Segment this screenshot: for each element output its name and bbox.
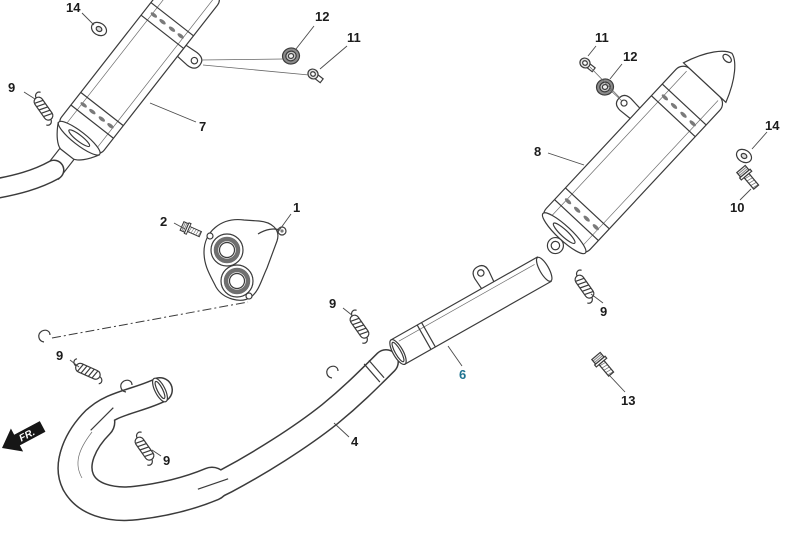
leader-line-14-right	[751, 131, 768, 150]
part-label-10[interactable]: 10	[730, 200, 745, 215]
leader-line-13	[609, 375, 626, 393]
hook-clip-left-drawing	[38, 329, 51, 343]
leader-line-12-right	[609, 63, 623, 80]
part-label-2[interactable]: 2	[160, 214, 168, 229]
part-label-9-right[interactable]: 9	[600, 304, 608, 319]
mount-align-line-left-1	[200, 58, 284, 61]
part-label-7[interactable]: 7	[199, 119, 207, 134]
callout-leaders	[23, 12, 768, 457]
part-label-9-mid[interactable]: 9	[329, 296, 337, 311]
part-label-12-right[interactable]: 12	[623, 49, 638, 64]
leader-line-9-bottom	[151, 449, 162, 457]
leader-line-14-top-left	[81, 12, 95, 26]
axis-line	[51, 301, 249, 339]
right-muffler-strap-1	[554, 187, 610, 241]
right-muffler-strap-2	[650, 83, 707, 138]
leader-line-9-mid	[342, 307, 354, 317]
hook-clip-mid-drawing	[326, 365, 339, 379]
part-label-8[interactable]: 8	[534, 144, 542, 159]
left-muffler-strap-1	[70, 91, 124, 139]
part-label-6[interactable]: 6	[459, 367, 467, 382]
leader-line-11-right	[587, 45, 597, 57]
part-label-1[interactable]: 1	[293, 200, 301, 215]
mid-pipe-drawing	[389, 256, 553, 366]
leader-line-11-left	[319, 45, 348, 70]
leader-line-10	[739, 188, 752, 201]
mount-align-line-left-2	[202, 64, 310, 76]
hook-clip-header-drawing	[120, 379, 133, 393]
leader-line-4	[333, 422, 350, 438]
leader-line-9-right	[590, 293, 604, 304]
part-label-11-right[interactable]: 11	[595, 30, 609, 45]
part-label-14-top-left[interactable]: 14	[66, 0, 81, 15]
part-label-12-left[interactable]: 12	[315, 9, 330, 24]
mount-align-line-right-1	[589, 66, 621, 99]
part-label-4[interactable]: 4	[351, 434, 359, 449]
part-label-9-upper-left[interactable]: 9	[8, 80, 16, 95]
left-muffler-inlet-pipe-drawing	[0, 159, 65, 199]
leader-line-12-left	[295, 25, 315, 50]
part-label-9-bottom[interactable]: 9	[163, 453, 171, 468]
part-label-9-left[interactable]: 9	[56, 348, 64, 363]
leader-line-9-left	[69, 359, 80, 368]
part-label-14-right[interactable]: 14	[765, 118, 780, 133]
leader-line-1	[277, 213, 292, 233]
leader-line-7	[149, 102, 197, 123]
leader-line-8	[547, 152, 585, 166]
leader-line-2	[173, 222, 186, 230]
exhaust-flange-drawing	[203, 219, 287, 301]
part-label-11-left[interactable]: 11	[347, 30, 361, 45]
front-arrow-shape	[2, 421, 46, 452]
left-muffler-strap-2	[140, 2, 194, 49]
mount-align-line-right-2	[608, 88, 623, 102]
leader-line-9-upper-left	[23, 91, 36, 100]
part-label-13[interactable]: 13	[621, 393, 636, 408]
header-pipe-drawing	[57, 349, 399, 522]
leader-line-6	[447, 345, 463, 367]
left-muffler-drawing	[43, 0, 220, 181]
